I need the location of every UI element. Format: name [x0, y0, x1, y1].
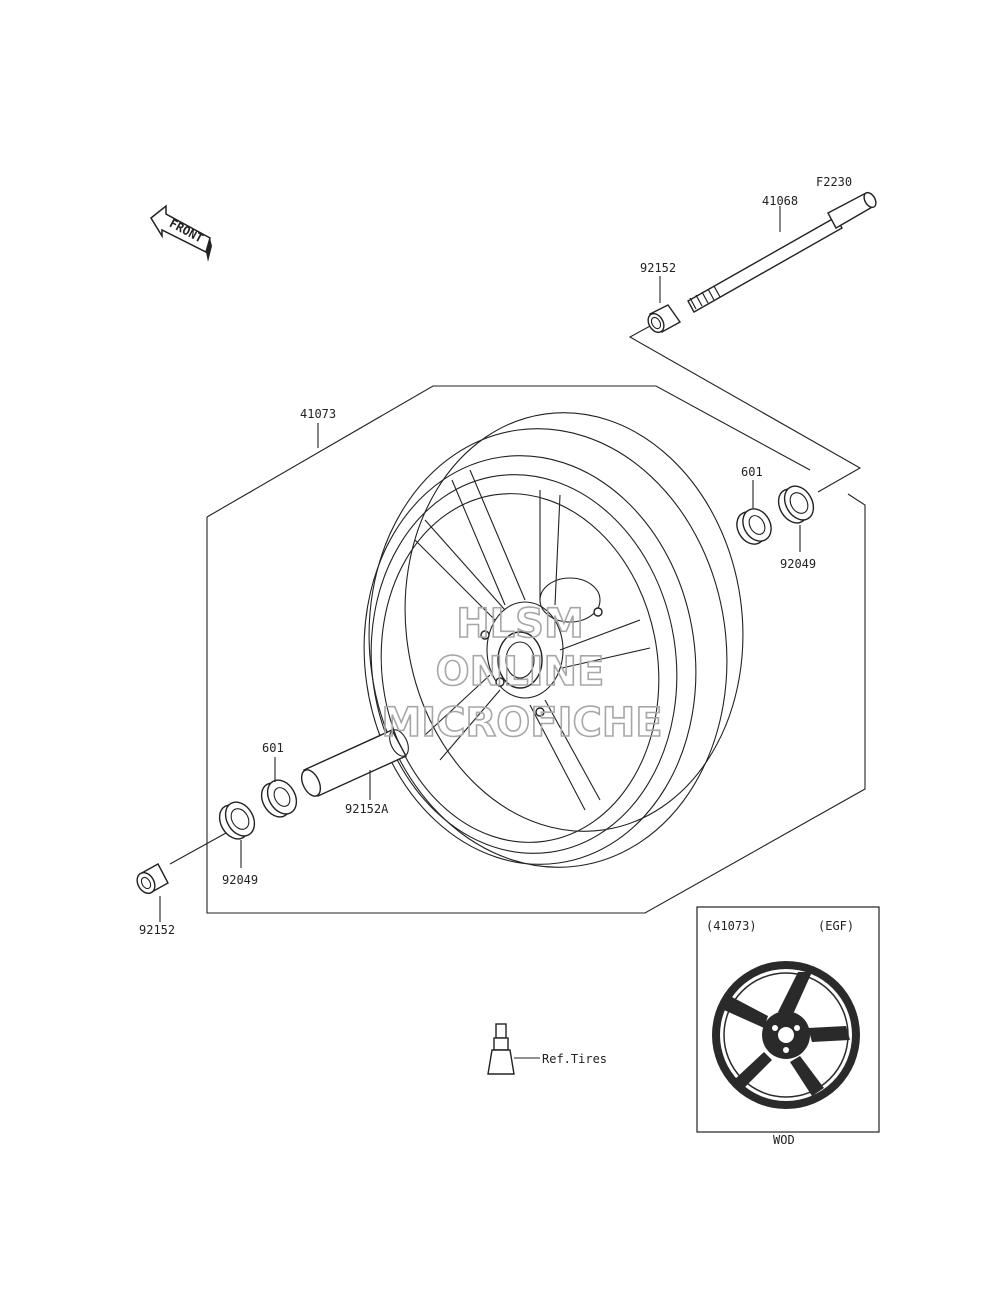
watermark: HLSM ONLINE MICROFICHE — [381, 600, 664, 747]
wheel-group-outline — [206, 493, 866, 914]
callout-axle: 41068 — [762, 194, 798, 208]
inset-wheel — [712, 961, 860, 1109]
seal-right-92049 — [777, 485, 815, 552]
seal-left-92049 — [218, 801, 256, 868]
axle-41068 — [687, 191, 877, 313]
callout-valve: Ref.Tires — [542, 1052, 607, 1066]
wheel-41073 — [363, 412, 744, 868]
valve-stem-icon — [487, 1023, 540, 1075]
watermark-line-1: HLSM — [456, 601, 584, 647]
wheel-group-outline-top — [206, 385, 811, 518]
callout-wheel: 41073 — [300, 407, 336, 421]
front-arrow-icon: FRONT — [150, 204, 212, 262]
spacer-92152A — [300, 729, 409, 800]
callout-seal-left: 92049 — [222, 873, 258, 887]
collar-top-92152 — [647, 276, 682, 334]
callout-bearing-right: 601 — [741, 465, 763, 479]
inset-color: WOD — [773, 1133, 795, 1147]
watermark-line-3: MICROFICHE — [381, 700, 662, 746]
inset-part: (41073) — [706, 919, 757, 933]
collar-left-92152 — [136, 863, 169, 922]
watermark-line-2: ONLINE — [436, 649, 605, 695]
callout-collar-left: 92152 — [139, 923, 175, 937]
bearing-left-601 — [260, 757, 298, 818]
bearing-right-601 — [736, 480, 772, 545]
inset-code: (EGF) — [818, 919, 854, 933]
callout-collar-top: 92152 — [640, 261, 676, 275]
variant-inset: (41073) (EGF) WOD — [696, 906, 880, 1147]
callout-spacer: 92152A — [345, 802, 389, 816]
callout-seal-right: 92049 — [780, 557, 816, 571]
figure-code: F2230 — [816, 175, 852, 189]
callout-bearing-left: 601 — [262, 741, 284, 755]
